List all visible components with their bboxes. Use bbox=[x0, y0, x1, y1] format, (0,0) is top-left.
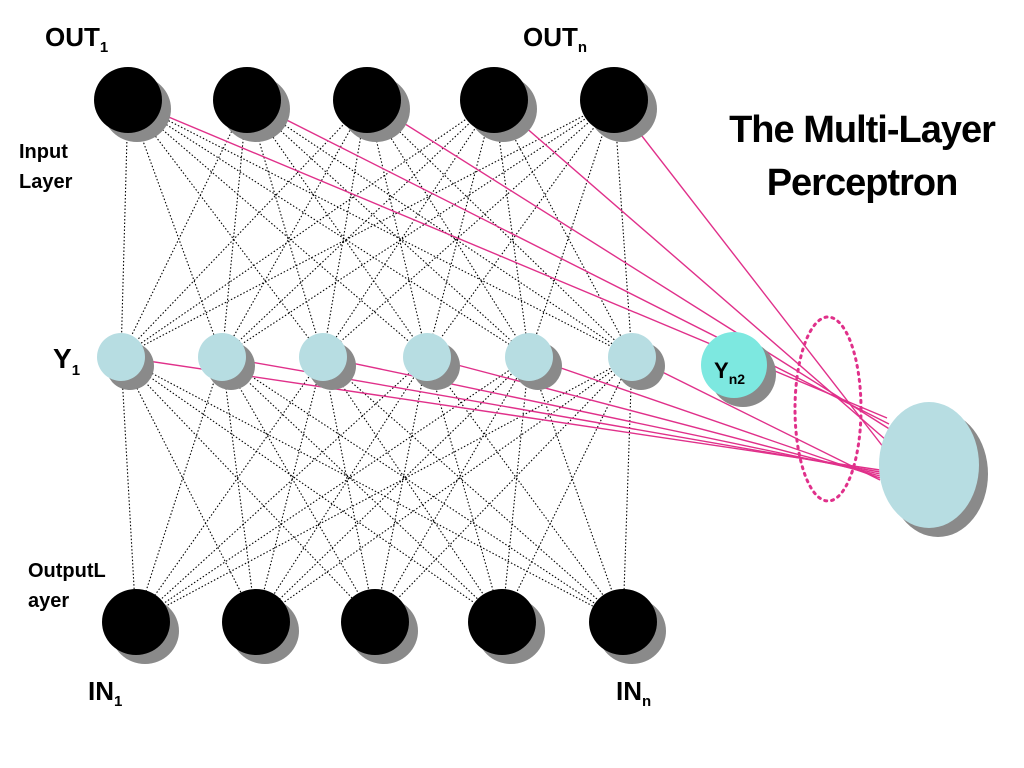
connection-line-37 bbox=[221, 356, 376, 623]
hidden-node-1 bbox=[97, 333, 145, 381]
input-node-4 bbox=[468, 589, 536, 655]
connection-line-38 bbox=[221, 356, 503, 623]
in-last-label: INn bbox=[616, 676, 651, 710]
connection-line-59 bbox=[622, 356, 633, 623]
connection-line-27 bbox=[426, 99, 615, 358]
output-node-5 bbox=[580, 67, 648, 133]
highlighted-connections bbox=[120, 99, 892, 481]
connection-line-32 bbox=[120, 356, 376, 623]
input-node-3 bbox=[341, 589, 409, 655]
connection-line-49 bbox=[426, 356, 624, 623]
connection-line-10 bbox=[246, 99, 530, 358]
connection-line-6 bbox=[120, 99, 248, 358]
highlight-line-2 bbox=[366, 99, 892, 431]
connection-line-54 bbox=[528, 356, 624, 623]
hidden-node-4 bbox=[403, 333, 451, 381]
connection-line-41 bbox=[255, 356, 324, 623]
grouping-ellipse bbox=[793, 315, 863, 503]
connection-line-29 bbox=[613, 99, 633, 358]
hidden-node-6 bbox=[608, 333, 656, 381]
highlight-line-7 bbox=[322, 356, 881, 475]
connection-line-58 bbox=[501, 356, 633, 623]
dotted-connections bbox=[120, 99, 633, 623]
input-layer-label-line-2: Layer bbox=[19, 171, 73, 193]
connection-line-2 bbox=[127, 99, 324, 358]
y-extra-label-sub: n2 bbox=[729, 371, 746, 387]
connection-line-45 bbox=[135, 356, 428, 623]
connection-line-18 bbox=[120, 99, 495, 358]
connection-line-21 bbox=[426, 99, 495, 358]
highlight-line-3 bbox=[493, 99, 887, 441]
connection-line-20 bbox=[322, 99, 495, 358]
connection-line-40 bbox=[135, 356, 324, 623]
connection-line-34 bbox=[120, 356, 624, 623]
output-layer-label-line-1: OutputL bbox=[28, 560, 106, 582]
in-first-label: IN1 bbox=[88, 676, 122, 710]
connection-line-43 bbox=[322, 356, 503, 623]
connection-line-19 bbox=[221, 99, 495, 358]
connection-line-44 bbox=[322, 356, 624, 623]
connection-line-30 bbox=[120, 356, 137, 623]
connection-line-22 bbox=[493, 99, 530, 358]
connection-line-0 bbox=[120, 99, 129, 358]
out-first-label: OUT1 bbox=[45, 22, 108, 56]
connection-line-8 bbox=[246, 99, 324, 358]
title-line-1: The Multi-Layer bbox=[729, 109, 996, 151]
connection-line-47 bbox=[374, 356, 428, 623]
connection-line-11 bbox=[246, 99, 633, 358]
connection-line-25 bbox=[221, 99, 615, 358]
connection-line-35 bbox=[135, 356, 223, 623]
input-layer-label-line-1: Input bbox=[19, 141, 68, 163]
out-last-label: OUTn bbox=[523, 22, 587, 56]
connection-line-50 bbox=[135, 356, 530, 623]
hidden-node-3 bbox=[299, 333, 347, 381]
input-node-2 bbox=[222, 589, 290, 655]
highlight-line-10 bbox=[631, 356, 881, 481]
connection-line-4 bbox=[127, 99, 530, 358]
nodes: Yn2 bbox=[94, 67, 988, 664]
connection-line-1 bbox=[127, 99, 223, 358]
connection-line-51 bbox=[255, 356, 530, 623]
connection-line-3 bbox=[127, 99, 428, 358]
hidden-node-2 bbox=[198, 333, 246, 381]
connection-line-55 bbox=[135, 356, 633, 623]
output-node-1 bbox=[94, 67, 162, 133]
connection-line-36 bbox=[221, 356, 257, 623]
connection-line-31 bbox=[120, 356, 257, 623]
hidden-node-extra bbox=[701, 332, 767, 398]
connection-line-7 bbox=[221, 99, 248, 358]
connection-line-33 bbox=[120, 356, 503, 623]
output-layer-label-line-2: ayer bbox=[28, 590, 69, 612]
highlight-line-9 bbox=[528, 356, 881, 479]
highlight-line-1 bbox=[246, 99, 890, 425]
highlight-line-8 bbox=[426, 356, 881, 477]
connection-line-16 bbox=[366, 99, 530, 358]
hidden-node-5 bbox=[505, 333, 553, 381]
output-node-4 bbox=[460, 67, 528, 133]
connection-line-46 bbox=[255, 356, 428, 623]
connection-line-9 bbox=[246, 99, 428, 358]
connection-line-24 bbox=[120, 99, 615, 358]
title-line-2: Perceptron bbox=[767, 162, 958, 204]
y-extra-label-base: Y bbox=[714, 358, 729, 383]
highlight-line-4 bbox=[613, 99, 885, 449]
connection-line-53 bbox=[501, 356, 530, 623]
input-node-1 bbox=[102, 589, 170, 655]
summation-node bbox=[879, 402, 979, 528]
connection-line-42 bbox=[322, 356, 376, 623]
connection-line-48 bbox=[426, 356, 503, 623]
input-node-5 bbox=[589, 589, 657, 655]
connection-line-13 bbox=[221, 99, 368, 358]
y-first-label: Y1 bbox=[53, 343, 80, 379]
output-node-3 bbox=[333, 67, 401, 133]
connection-line-14 bbox=[322, 99, 368, 358]
y-extra-label: Yn2 bbox=[714, 358, 745, 387]
output-node-2 bbox=[213, 67, 281, 133]
